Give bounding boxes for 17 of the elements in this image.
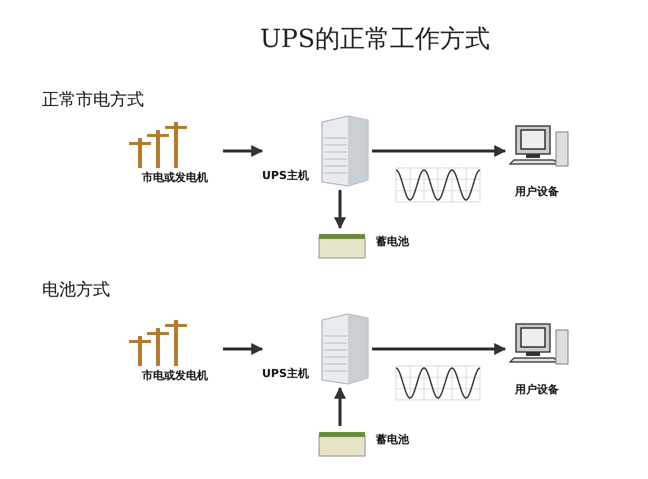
title: UPS的正常工作方式 <box>258 23 492 55</box>
arrow <box>223 145 264 157</box>
node-label: UPS主机 <box>262 366 309 381</box>
node-label: UPS主机 <box>262 168 309 183</box>
arrow <box>334 386 346 426</box>
arrow <box>372 145 506 157</box>
arrow <box>372 343 506 355</box>
arrow <box>334 190 346 230</box>
node-label: 蓄电池 <box>376 432 409 447</box>
node-label: 蓄电池 <box>376 234 409 249</box>
node-label: 市电或发电机 <box>142 368 208 383</box>
node-label: 用户设备 <box>515 382 559 397</box>
section-heading: 电池方式 <box>42 279 110 301</box>
node-label: 用户设备 <box>515 184 559 199</box>
arrow <box>223 343 264 355</box>
section-heading: 正常市电方式 <box>42 89 144 111</box>
node-label: 市电或发电机 <box>142 170 208 185</box>
